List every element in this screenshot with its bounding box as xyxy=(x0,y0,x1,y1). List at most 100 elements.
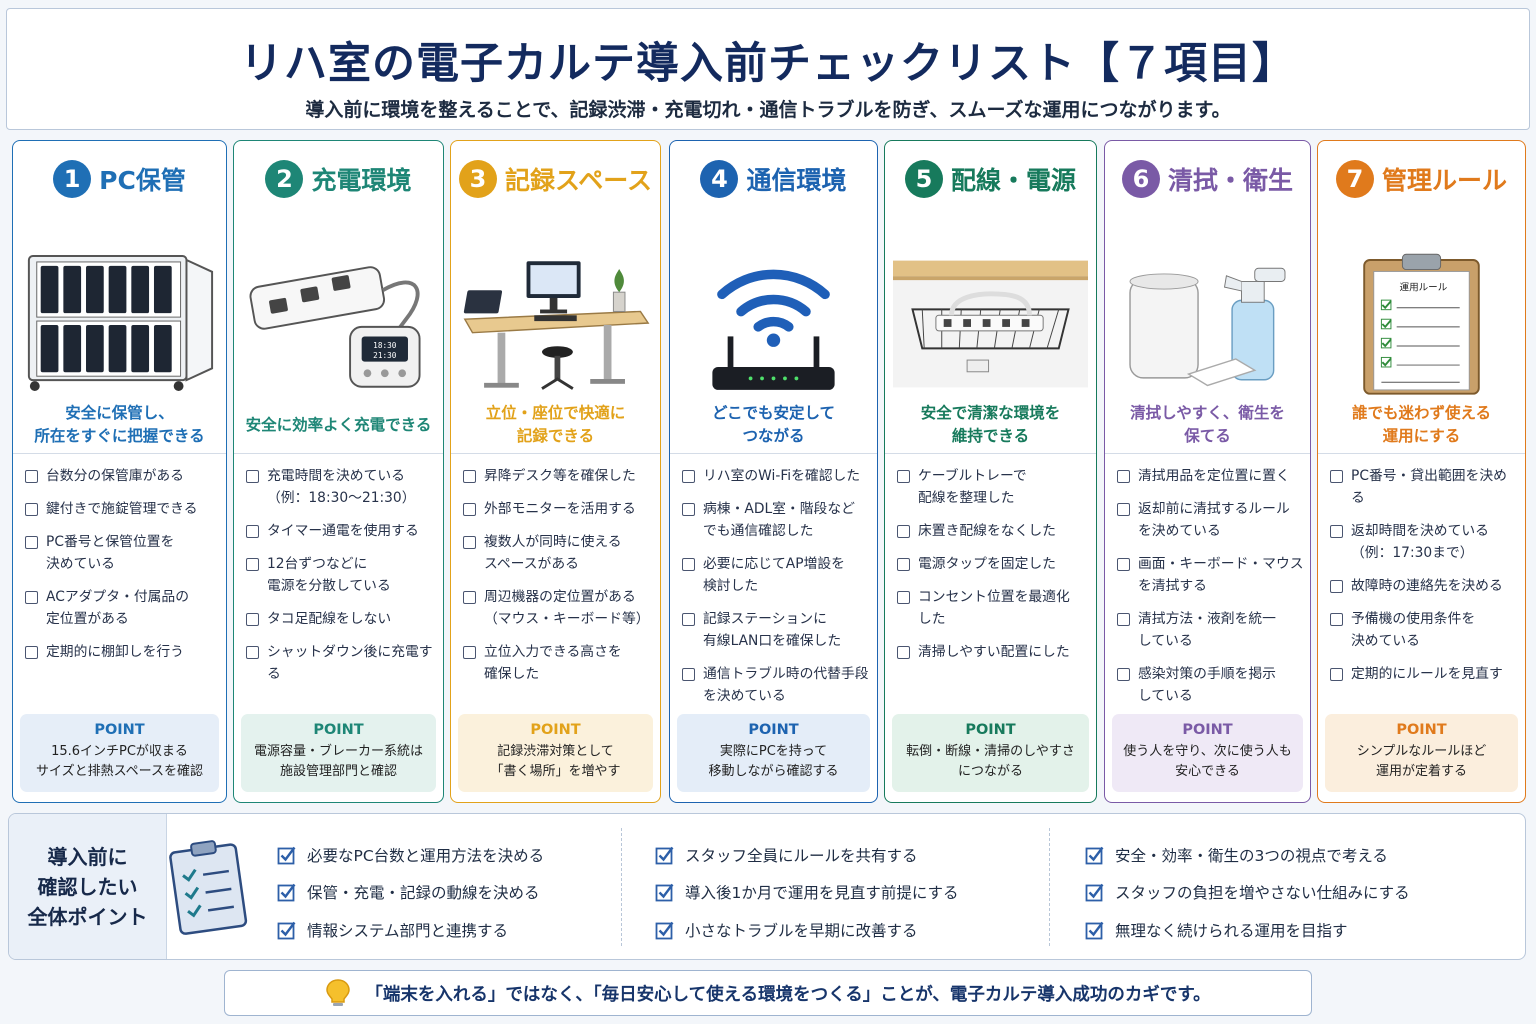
checklist-item-label: リハ室のWi-Fiを確認した xyxy=(703,468,861,484)
checklist-item[interactable]: 返却前に清拭するルール を決めている xyxy=(1117,498,1304,542)
checkbox[interactable] xyxy=(1330,613,1343,626)
card-title: 充電環境 xyxy=(311,166,412,195)
checked-box-icon xyxy=(1085,921,1104,940)
checklist-item[interactable]: 昇降デスク等を確保した xyxy=(463,465,654,487)
checkbox[interactable] xyxy=(682,470,695,483)
checklist-item[interactable]: 電源タップを固定した xyxy=(897,553,1090,575)
checklist-item-label: PC番号と保管位置を 決めている xyxy=(46,534,175,572)
checklist-item[interactable]: 感染対策の手順を掲示 している xyxy=(1117,663,1304,707)
checklist-item[interactable]: 立位入力できる高さを 確保した xyxy=(463,641,654,685)
checkbox[interactable] xyxy=(1330,580,1343,593)
checkbox[interactable] xyxy=(463,503,476,516)
checklist-item[interactable]: 12台ずつなどに 電源を分散している xyxy=(246,553,437,597)
checkbox[interactable] xyxy=(897,470,910,483)
checkbox[interactable] xyxy=(463,646,476,659)
checklist-item[interactable]: 病棟・ADL室・階段など でも通信確認した xyxy=(682,498,871,542)
checklist-item[interactable]: PC番号・貸出範囲を決める xyxy=(1330,465,1519,509)
checklist-item[interactable]: 台数分の保管庫がある xyxy=(25,465,220,487)
checklist-item[interactable]: 充電時間を決めている （例：18:30〜21:30） xyxy=(246,465,437,509)
checklist-item[interactable]: タコ足配線をしない xyxy=(246,608,437,630)
header: リハ室の電子カルテ導入前チェックリスト【７項目】 導入前に環境を整えることで、記… xyxy=(6,8,1530,130)
checklist-item[interactable]: コンセント位置を最適化 した xyxy=(897,586,1090,630)
point-text: 転倒・断線・清掃のしやすさ につながる xyxy=(906,744,1075,779)
card-number: 1 xyxy=(53,160,92,198)
checkbox[interactable] xyxy=(1330,470,1343,483)
lightbulb-icon xyxy=(326,979,351,1006)
checklist-item[interactable]: 画面・キーボード・マウス を清拭する xyxy=(1117,553,1304,597)
checked-box-icon xyxy=(277,846,296,865)
checkbox[interactable] xyxy=(463,470,476,483)
checkbox[interactable] xyxy=(682,503,695,516)
checklist: 台数分の保管庫がある鍵付きで施錠管理できる PC番号と保管位置を 決めている ACア… xyxy=(25,465,220,674)
checkbox[interactable] xyxy=(682,613,695,626)
checklist-item-label: 画面・キーボード・マウス を清拭する xyxy=(1138,556,1304,594)
checklist-item-label: ケーブルトレーで 配線を整理した xyxy=(918,468,1027,506)
overall-point-item: 保管・充電・記録の動線を決める xyxy=(277,874,544,912)
checklist-item[interactable]: 故障時の連絡先を決める xyxy=(1330,575,1519,597)
checklist-item[interactable]: 記録ステーションに 有線LAN口を確保した xyxy=(682,608,871,652)
checkbox[interactable] xyxy=(25,536,38,549)
checkbox[interactable] xyxy=(682,558,695,571)
checklist-item[interactable]: PC番号と保管位置を 決めている xyxy=(25,531,220,575)
checkbox[interactable] xyxy=(246,470,259,483)
checklist-item[interactable]: 返却時間を決めている （例：17:30まで） xyxy=(1330,520,1519,564)
footer-message: 「端末を入れる」ではなく、「毎日安心して使える環境をつくる」ことが、電子カルテ導… xyxy=(224,970,1312,1016)
checkbox[interactable] xyxy=(246,525,259,538)
checklist-item[interactable]: 必要に応じてAP増設を 検討した xyxy=(682,553,871,597)
overall-point-item: 小さなトラブルを早期に改善する xyxy=(655,911,959,949)
checklist-item[interactable]: 鍵付きで施錠管理できる xyxy=(25,498,220,520)
checklist-item[interactable]: リハ室のWi-Fiを確認した xyxy=(682,465,871,487)
checkbox[interactable] xyxy=(1330,668,1343,681)
checklist-item[interactable]: 定期的に棚卸しを行う xyxy=(25,641,220,663)
card-number: 3 xyxy=(458,160,497,198)
checkbox[interactable] xyxy=(25,503,38,516)
checklist-item[interactable]: 清掃しやすい配置にした xyxy=(897,641,1090,663)
checkbox[interactable] xyxy=(897,646,910,659)
checkbox[interactable] xyxy=(897,558,910,571)
checkbox[interactable] xyxy=(682,668,695,681)
checkbox[interactable] xyxy=(463,591,476,604)
checkbox[interactable] xyxy=(246,646,259,659)
overall-point-label: 必要なPC台数と運用方法を決める xyxy=(307,846,545,865)
checklist-item[interactable]: ケーブルトレーで 配線を整理した xyxy=(897,465,1090,509)
checklist-item[interactable]: 清拭用品を定位置に置く xyxy=(1117,465,1304,487)
point-label: POINT xyxy=(530,722,581,738)
checkbox[interactable] xyxy=(897,591,910,604)
checklist-item[interactable]: 床置き配線をなくした xyxy=(897,520,1090,542)
checklist: ケーブルトレーで 配線を整理した床置き配線をなくした電源タップを固定したコンセン… xyxy=(897,465,1090,674)
checkbox[interactable] xyxy=(1117,668,1130,681)
cleaning-supplies-icon xyxy=(1113,209,1302,439)
checkbox[interactable] xyxy=(25,591,38,604)
checklist-item[interactable]: ACアダプタ・付属品の 定位置がある xyxy=(25,586,220,630)
checklist-item[interactable]: シャットダウン後に充電する xyxy=(246,641,437,685)
checkbox[interactable] xyxy=(25,470,38,483)
checklist-item[interactable]: 定期的にルールを見直す xyxy=(1330,663,1519,685)
checklist-item[interactable]: 清拭方法・液剤を統一 している xyxy=(1117,608,1304,652)
checklist-item[interactable]: 周辺機器の定位置がある （マウス・キーボード等） xyxy=(463,586,654,630)
checkbox[interactable] xyxy=(1117,470,1130,483)
checkbox[interactable] xyxy=(1330,525,1343,538)
checkbox[interactable] xyxy=(25,646,38,659)
card-title: 通信環境 xyxy=(746,166,847,195)
checkbox[interactable] xyxy=(1117,613,1130,626)
card-number: 2 xyxy=(265,160,304,198)
checklist-item-label: 返却前に清拭するルール を決めている xyxy=(1138,501,1290,539)
checkbox[interactable] xyxy=(246,613,259,626)
checkbox[interactable] xyxy=(1117,558,1130,571)
checklist-item-label: 感染対策の手順を掲示 している xyxy=(1138,666,1276,704)
checklist-item[interactable]: 外部モニターを活用する xyxy=(463,498,654,520)
checkbox[interactable] xyxy=(463,536,476,549)
checklist-item[interactable]: 予備機の使用条件を 決めている xyxy=(1330,608,1519,652)
checklist-item[interactable]: 通信トラブル時の代替手段 を決めている xyxy=(682,663,871,707)
checkbox[interactable] xyxy=(246,558,259,571)
checkbox[interactable] xyxy=(897,525,910,538)
cable-tray-icon xyxy=(893,209,1088,439)
checklist-item[interactable]: タイマー通電を使用する xyxy=(246,520,437,542)
page-subtitle: 導入前に環境を整えることで、記録渋滞・充電切れ・通信トラブルを防ぎ、スムーズな運… xyxy=(305,99,1231,121)
checkbox[interactable] xyxy=(1117,503,1130,516)
overall-points-panel: 導入前に 確認したい 全体ポイント 必要なPC台数と運用方法を決める保管・充電・… xyxy=(8,813,1526,960)
checklist-item[interactable]: 複数人が同時に使える スペースがある xyxy=(463,531,654,575)
